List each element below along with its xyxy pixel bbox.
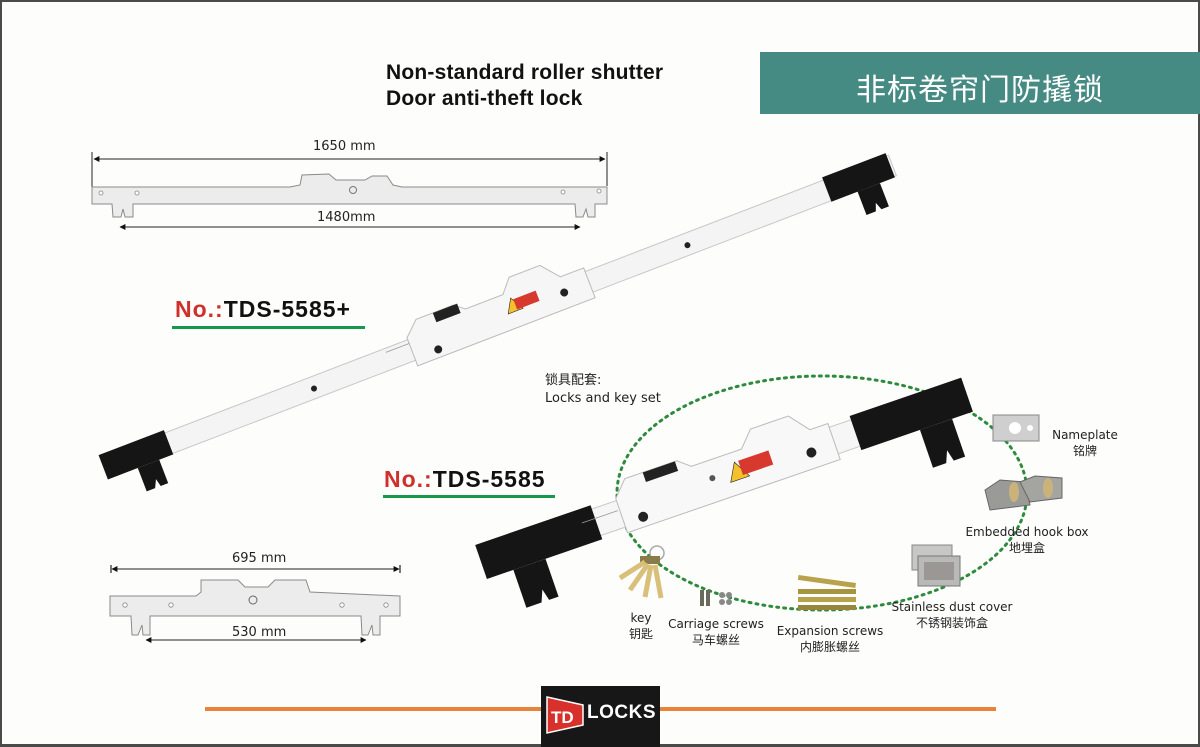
short-bar-dimension-diagram xyxy=(109,565,401,643)
accessory-set-heading: 锁具配套: Locks and key set xyxy=(545,372,661,408)
accessory-heading-cn: 锁具配套: xyxy=(545,373,602,388)
model-prefix: No.: xyxy=(384,466,433,492)
lock-tds-5585-plus-image xyxy=(98,153,898,492)
caption-nameplate: Nameplate 铭牌 xyxy=(1052,428,1118,458)
accessory-heading-en: Locks and key set xyxy=(545,391,661,406)
title-chinese: 非标卷帘门防撬锁 xyxy=(856,73,1104,108)
dimension-1480mm: 1480mm xyxy=(317,210,376,225)
model-number: TDS-5585+ xyxy=(223,296,351,322)
footer-divider-right xyxy=(660,707,996,711)
lock-tds-5585-image xyxy=(475,377,973,608)
long-bar-dimension-diagram xyxy=(91,152,608,230)
caption-stainless-dust-cover: Stainless dust cover 不锈钢装饰盒 xyxy=(891,600,1013,630)
svg-text:TD: TD xyxy=(551,708,574,727)
td-logo-mark-icon: TD xyxy=(546,696,584,734)
brand-logo-text: LOCKS xyxy=(587,702,656,723)
model-underline xyxy=(172,326,365,329)
brand-logo: TD LOCKS xyxy=(541,686,660,747)
caption-embedded-hook-box: Embedded hook box 地埋盒 xyxy=(965,525,1089,555)
title-english-line-2: Door anti-theft lock xyxy=(386,87,583,110)
dimension-695mm: 695 mm xyxy=(232,551,287,566)
carriage-screws-image xyxy=(700,590,732,606)
dimension-530mm: 530 mm xyxy=(232,625,287,640)
model-label-tds-5585: No.:TDS-5585 xyxy=(384,466,546,493)
expansion-screws-image xyxy=(797,574,856,610)
caption-key: key 钥匙 xyxy=(628,611,653,641)
caption-expansion-screws: Expansion screws 内膨胀螺丝 xyxy=(776,624,884,654)
model-prefix: No.: xyxy=(175,296,224,322)
keys-image xyxy=(618,545,665,599)
title-english-line-1: Non-standard roller shutter xyxy=(386,61,664,84)
model-underline xyxy=(383,495,555,498)
embedded-hook-box-image xyxy=(984,475,1063,511)
model-number: TDS-5585 xyxy=(432,466,546,492)
caption-carriage-screws: Carriage screws 马车螺丝 xyxy=(668,617,764,647)
stainless-dust-cover-image xyxy=(911,544,961,587)
dimension-1650mm: 1650 mm xyxy=(313,139,376,154)
title-chinese-banner: 非标卷帘门防撬锁 xyxy=(760,52,1200,114)
nameplate-image xyxy=(992,414,1040,442)
footer-divider-left xyxy=(205,707,542,711)
title-english: Non-standard roller shutter Door anti-th… xyxy=(386,60,663,112)
model-label-tds-5585-plus: No.:TDS-5585+ xyxy=(175,296,351,323)
